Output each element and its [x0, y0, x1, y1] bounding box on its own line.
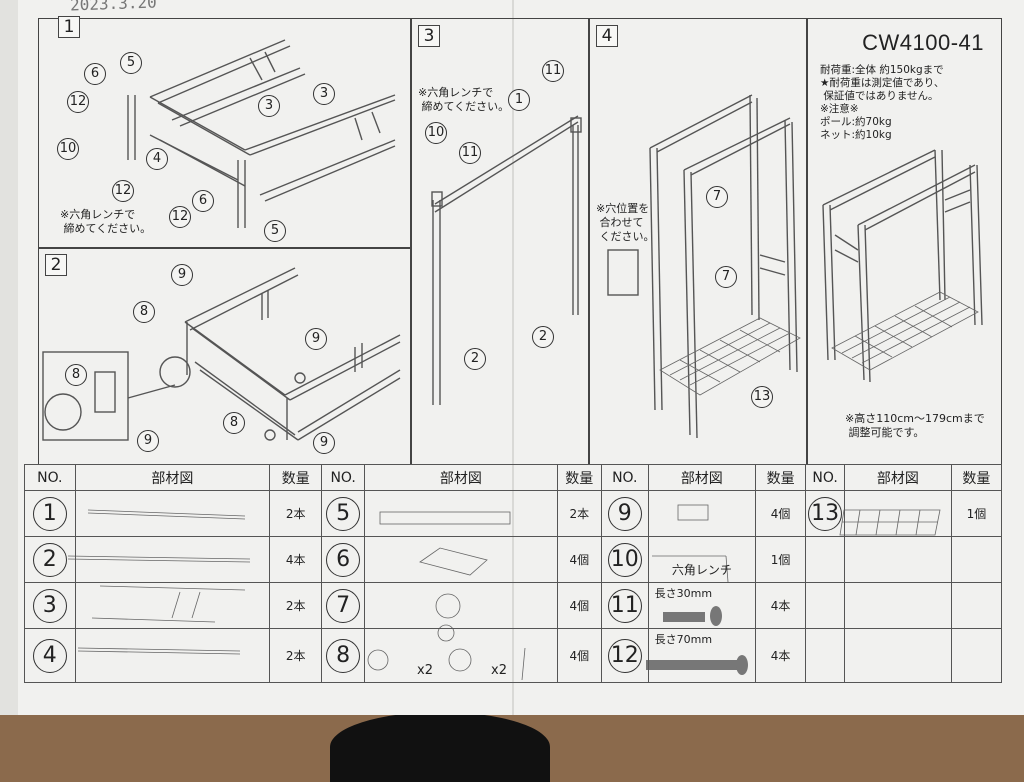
step-number-2: 2: [45, 254, 67, 276]
col-part: 部材図: [647, 464, 757, 491]
col-part: 部材図: [74, 464, 271, 491]
part-no: 7: [326, 588, 361, 623]
col-part: 部材図: [364, 464, 558, 491]
part-8-mult: x2: [491, 663, 508, 678]
parts-table: NO. 部材図 数量 NO. 部材図 数量 NO. 部材図 数量 NO. 部材図…: [24, 464, 1003, 683]
callout-3: 3: [313, 83, 335, 105]
part-no: 4: [32, 638, 67, 673]
part-qty: 2本: [269, 490, 323, 537]
part-no: 3: [32, 588, 67, 623]
callout-7: 7: [715, 266, 737, 288]
part-qty: 4個: [556, 582, 602, 629]
part-qty: 2本: [269, 628, 323, 683]
col-qty: 数量: [755, 464, 807, 491]
col-part: 部材図: [844, 464, 952, 491]
part-6-drawing: [364, 536, 558, 583]
part-8-drawing: x2 x2: [364, 628, 558, 683]
callout-9: 9: [171, 264, 193, 286]
callout-5: 5: [120, 52, 142, 74]
load-spec-note: 耐荷重:全体 約150kgまで ★耐荷重は測定値であり、 保証値ではありません。…: [820, 64, 945, 141]
col-qty: 数量: [950, 464, 1003, 491]
part-no: 9: [607, 496, 642, 531]
part-13-drawing: [844, 490, 952, 537]
callout-9: 9: [313, 432, 335, 454]
part-7-drawing: [364, 582, 558, 629]
part-2-drawing: [74, 536, 271, 583]
col-no: NO.: [805, 464, 846, 491]
col-no: NO.: [600, 464, 649, 491]
callout-7: 7: [706, 186, 728, 208]
callout-6: 6: [84, 63, 106, 85]
col-no: NO.: [24, 464, 76, 491]
col-qty: 数量: [269, 464, 323, 491]
step1-note: ※六角レンチで 締めてください。: [60, 208, 152, 235]
part-no: 13: [808, 496, 843, 531]
part-qty: 4本: [755, 628, 807, 683]
instruction-sheet: 2023.3.20 1 2 3 4 CW4100-41 ※六角レンチで 締めてく…: [0, 0, 1024, 715]
step-number-1: 1: [58, 16, 80, 38]
part-qty: 2本: [269, 582, 323, 629]
callout-11: 11: [459, 142, 481, 164]
part-qty: 4本: [269, 536, 323, 583]
callout-3: 3: [258, 95, 280, 117]
part-no: 11: [607, 588, 642, 623]
part-qty: 4個: [556, 536, 602, 583]
part-8-mult: x2: [417, 663, 434, 678]
sheet-fold: [512, 0, 514, 715]
callout-13: 13: [751, 386, 773, 408]
part-qty: 4個: [556, 628, 602, 683]
step-number-4: 4: [596, 25, 618, 47]
callout-9: 9: [137, 430, 159, 452]
model-number: CW4100-41: [862, 30, 984, 55]
callout-11: 11: [542, 60, 564, 82]
part-9-drawing: [647, 490, 757, 537]
callout-1: 1: [508, 89, 530, 111]
part-qty: 2本: [556, 490, 602, 537]
callout-8: 8: [133, 301, 155, 323]
callout-8: 8: [65, 364, 87, 386]
col-no: NO.: [321, 464, 366, 491]
part-4-drawing: [74, 628, 271, 683]
sheet-edge: [0, 0, 18, 715]
step3-note: ※六角レンチで 締めてください。: [418, 86, 510, 113]
part-no: 5: [326, 496, 361, 531]
part-qty: 4個: [755, 490, 807, 537]
part-11-label: 長さ30mm: [647, 582, 757, 629]
part-no: 10: [607, 542, 642, 577]
floor-shadow: [330, 712, 550, 782]
part-3-drawing: [74, 582, 271, 629]
part-qty: 1個: [950, 490, 1003, 537]
step-number-3: 3: [418, 25, 440, 47]
callout-12: 12: [112, 180, 134, 202]
part-5-drawing: [364, 490, 558, 537]
callout-2: 2: [464, 348, 486, 370]
callout-12: 12: [169, 206, 191, 228]
part-no: 6: [326, 542, 361, 577]
part-no: 1: [32, 496, 67, 531]
callout-10: 10: [425, 122, 447, 144]
part-1-drawing: [74, 490, 271, 537]
part-12-label: 長さ70mm: [647, 628, 757, 683]
callout-5: 5: [264, 220, 286, 242]
part-qty: 4本: [755, 582, 807, 629]
part-10-label: 六角レンチ: [647, 536, 757, 583]
callout-4: 4: [146, 148, 168, 170]
part-no: 12: [607, 638, 642, 673]
panel-step-1: [38, 18, 412, 248]
col-qty: 数量: [556, 464, 602, 491]
callout-12: 12: [67, 91, 89, 113]
callout-6: 6: [192, 190, 214, 212]
callout-9: 9: [305, 328, 327, 350]
callout-2: 2: [532, 326, 554, 348]
callout-8: 8: [223, 412, 245, 434]
part-no: 8: [326, 638, 361, 673]
callout-10: 10: [57, 138, 79, 160]
height-note: ※高さ110cm〜179cmまで 調整可能です。: [845, 412, 985, 439]
part-qty: 1個: [755, 536, 807, 583]
step4-note: ※穴位置を 合わせて ください。: [596, 202, 655, 243]
part-no: 2: [32, 542, 67, 577]
